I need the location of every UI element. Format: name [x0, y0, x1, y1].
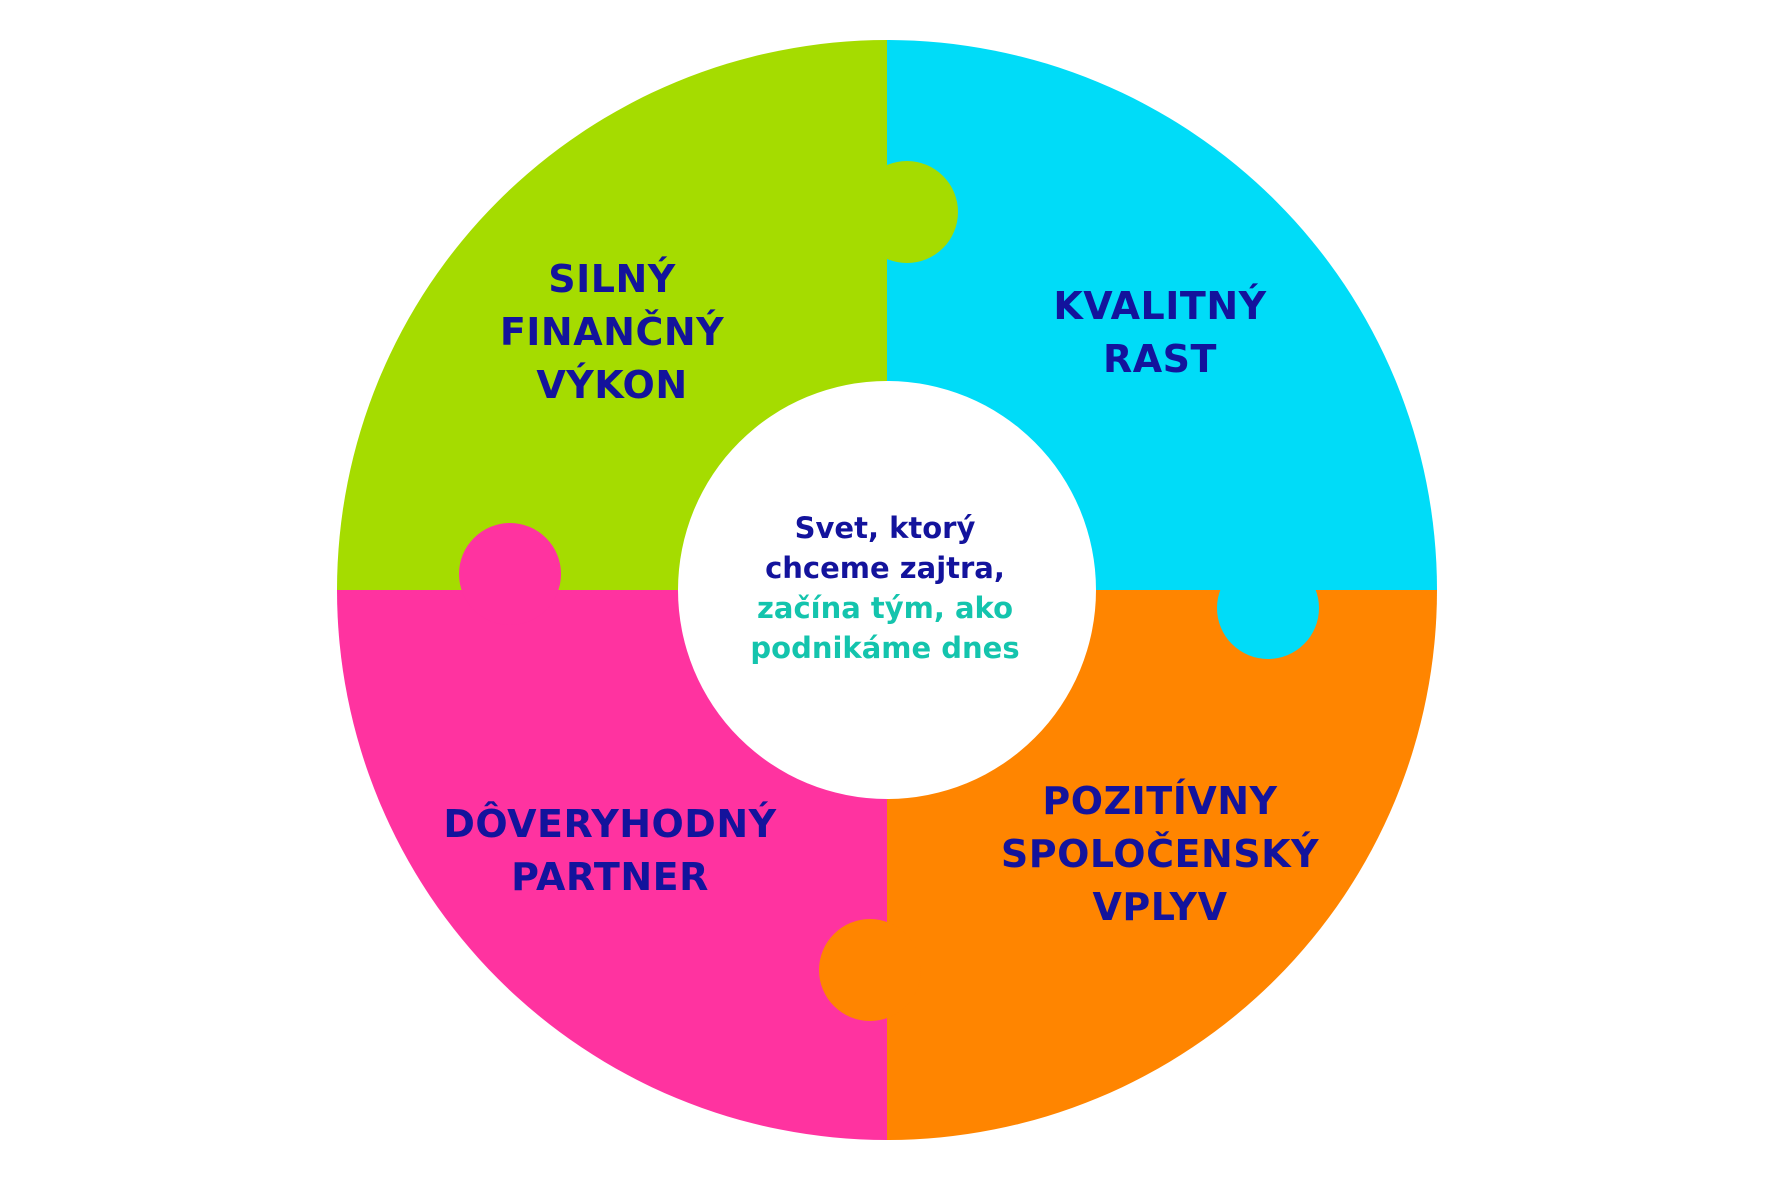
label-line: FINANČNÝ [499, 310, 725, 354]
label-line: DÔVERYHODNÝ [443, 802, 777, 846]
label-line: VPLYV [1092, 885, 1228, 929]
label-bottom-left: DÔVERYHODNÝ PARTNER [430, 798, 790, 904]
label-line: SILNÝ [548, 257, 676, 301]
center-line-secondary: podnikáme dnes [750, 631, 1020, 665]
label-top-left: SILNÝ FINANČNÝ VÝKON [462, 253, 762, 412]
label-line: PARTNER [511, 855, 709, 899]
label-line: RAST [1103, 337, 1217, 381]
center-statement: Svet, ktorý chceme zajtra, začína tým, a… [700, 508, 1070, 668]
knob-left [459, 523, 561, 625]
label-line: KVALITNÝ [1053, 284, 1267, 328]
label-bottom-right: POZITÍVNY SPOLOČENSKÝ VPLYV [990, 775, 1330, 934]
knob-bottom [819, 919, 921, 1021]
knob-top [856, 161, 958, 263]
center-circle [678, 381, 1096, 799]
center-line-secondary: začína tým, ako [757, 591, 1013, 625]
knob-right [1217, 557, 1319, 659]
label-line: SPOLOČENSKÝ [1000, 832, 1320, 876]
center-line-primary: chceme zajtra, [765, 551, 1005, 585]
label-line: POZITÍVNY [1042, 779, 1278, 823]
center-line-primary: Svet, ktorý [794, 511, 976, 545]
label-top-right: KVALITNÝ RAST [1010, 280, 1310, 386]
label-line: VÝKON [536, 363, 688, 407]
